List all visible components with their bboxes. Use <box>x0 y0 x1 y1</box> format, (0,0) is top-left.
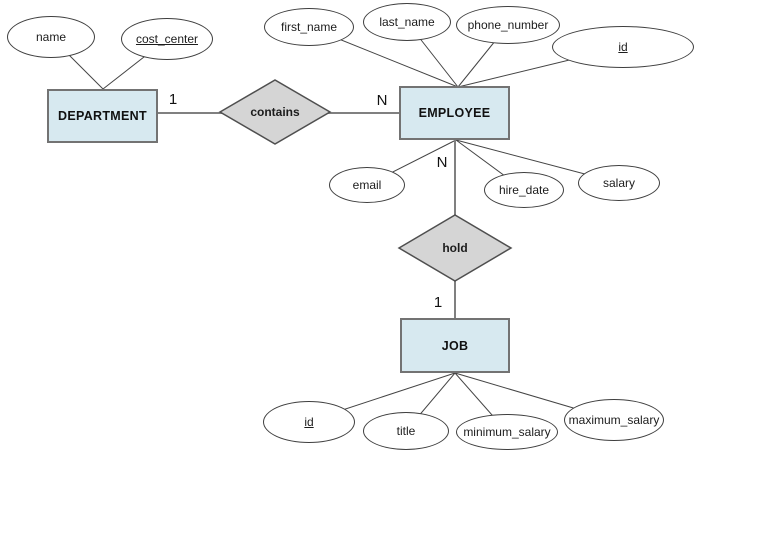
attribute-employee-id: id <box>552 26 694 68</box>
attribute-label: minimum_salary <box>463 425 551 439</box>
attribute-employee-salary: salary <box>578 165 660 201</box>
attribute-label: title <box>396 424 416 438</box>
entity-employee: EMPLOYEE <box>399 86 510 140</box>
entity-department: DEPARTMENT <box>47 89 158 143</box>
attribute-employee-hire-date: hire_date <box>484 172 564 208</box>
attribute-label: email <box>352 178 382 192</box>
attribute-label: salary <box>602 176 635 190</box>
attribute-label: last_name <box>379 15 435 29</box>
attribute-employee-last-name: last_name <box>363 3 451 41</box>
entity-job-label: JOB <box>441 338 469 353</box>
attribute-job-id: id <box>263 401 355 443</box>
entity-job: JOB <box>400 318 510 373</box>
attribute-label: maximum_salary <box>568 413 660 427</box>
relationship-lines <box>158 112 456 318</box>
entity-department-label: DEPARTMENT <box>58 109 147 123</box>
attribute-job-title: title <box>363 412 449 450</box>
attribute-label: first_name <box>280 20 338 34</box>
attribute-job-minimum-salary: minimum_salary <box>456 414 558 450</box>
relationship-diamond-hold <box>397 214 513 282</box>
attribute-label: cost_center <box>135 32 199 46</box>
attribute-label: phone_number <box>467 18 549 32</box>
attribute-employee-first-name: first_name <box>264 8 354 46</box>
cardinality-hold-job: 1 <box>433 294 443 311</box>
cardinality-hold-employee: N <box>436 154 448 171</box>
attribute-lines <box>50 21 624 433</box>
attribute-employee-phone-number: phone_number <box>456 6 560 44</box>
attribute-employee-email: email <box>329 167 405 203</box>
attribute-label: id <box>618 40 628 54</box>
entity-employee-label: EMPLOYEE <box>418 106 491 120</box>
cardinality-contains-employee: N <box>376 92 388 109</box>
attribute-job-maximum-salary: maximum_salary <box>564 399 664 441</box>
cardinality-contains-department: 1 <box>168 91 178 108</box>
relationship-diamond-contains <box>218 79 332 145</box>
attribute-department-cost-center: cost_center <box>121 18 213 60</box>
attribute-department-name: name <box>7 16 95 58</box>
attribute-label: hire_date <box>498 183 550 197</box>
attribute-label: id <box>304 415 314 429</box>
attribute-label: name <box>35 30 67 44</box>
